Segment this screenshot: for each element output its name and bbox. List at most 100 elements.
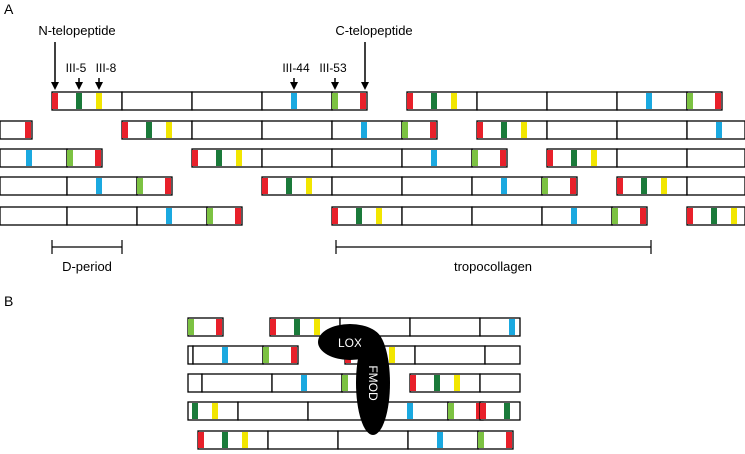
c-telopeptide-mark: [715, 93, 721, 109]
iii-5-mark: [641, 178, 647, 194]
iii-8-mark: [166, 122, 172, 138]
iii-5-mark: [286, 178, 292, 194]
molecule-segment: [121, 91, 193, 111]
iii-53-label: III-53: [319, 61, 347, 75]
iii-5-arrow: [75, 78, 83, 90]
molecule-segment: [331, 206, 403, 226]
lox-label: LOX: [338, 336, 362, 350]
molecule-segment: [191, 120, 263, 140]
c-telopeptide-mark: [216, 319, 222, 335]
iii-5-mark: [711, 208, 717, 224]
iii-8-arrow: [95, 78, 103, 90]
iii-44-mark: [291, 93, 297, 109]
molecule-segment: [267, 430, 339, 450]
n-telopeptide-mark: [332, 208, 338, 224]
collagen-molecule: [187, 345, 299, 365]
molecule-segment: [414, 345, 486, 365]
molecule-segment: [479, 373, 521, 393]
iii-8-mark: [96, 93, 102, 109]
molecule-segment: [187, 345, 194, 365]
iii-8-mark: [314, 319, 320, 335]
iii-5-mark: [504, 403, 510, 419]
iii-53-mark: [342, 375, 348, 391]
iii-44-label: III-44: [282, 61, 310, 75]
molecule-segment: [471, 206, 543, 226]
c-telopeptide-mark: [360, 93, 366, 109]
iii-8-mark: [521, 122, 527, 138]
c-telopeptide-mark: [476, 403, 482, 419]
c-telopeptide-mark: [640, 208, 646, 224]
iii-5-mark: [294, 319, 300, 335]
iii-53-mark: [472, 150, 478, 166]
site-arrows: [51, 42, 369, 90]
iii-53-mark: [478, 432, 484, 448]
collagen-molecule: [546, 148, 745, 168]
molecule-segment: [187, 373, 203, 393]
collagen-molecule: [331, 206, 648, 226]
iii-5-mark: [222, 432, 228, 448]
collagen-molecule: [0, 176, 173, 196]
iii-8-mark: [212, 403, 218, 419]
n-telopeptide-label: N-telopeptide: [38, 23, 115, 38]
molecule-segment: [484, 345, 521, 365]
iii-8-mark: [454, 375, 460, 391]
iii-53-mark: [188, 319, 194, 335]
molecule-segment: [616, 120, 688, 140]
molecule-segment: [261, 148, 333, 168]
molecule-segment: [261, 120, 333, 140]
iii-5-mark: [431, 93, 437, 109]
iii-44-mark: [431, 150, 437, 166]
iii-53-mark: [448, 403, 454, 419]
c-telopeptide-mark: [570, 178, 576, 194]
fmod-ellipse: [356, 331, 390, 435]
iii-5-mark: [76, 93, 82, 109]
iii-44-arrow: [290, 78, 298, 90]
iii-53-mark: [67, 150, 73, 166]
tropocollagen-label: tropocollagen: [454, 259, 532, 274]
tropocollagen-bracket: [335, 240, 652, 254]
n-telopeptide-mark: [410, 375, 416, 391]
n-telopeptide-mark: [617, 178, 623, 194]
c-telopeptide-mark: [506, 432, 512, 448]
molecule-segment: [0, 148, 68, 168]
iii-44-mark: [166, 208, 172, 224]
iii-5-mark: [216, 150, 222, 166]
n-telopeptide-mark: [262, 178, 268, 194]
n-telopeptide-mark: [198, 432, 204, 448]
molecule-segment: [616, 176, 688, 196]
molecule-segment: [401, 176, 473, 196]
iii-8-mark: [451, 93, 457, 109]
molecule-segment: [331, 148, 403, 168]
d-period-label: D-period: [62, 259, 112, 274]
molecule-segment: [0, 176, 68, 196]
c-telopeptide-mark: [235, 208, 241, 224]
iii-53-mark: [612, 208, 618, 224]
collagen-molecule: [0, 120, 33, 140]
iii-5-label: III-5: [66, 61, 87, 75]
collagen-molecule: [616, 176, 745, 196]
c-telopeptide-mark: [430, 122, 436, 138]
molecule-segment: [261, 176, 333, 196]
iii-8-mark: [236, 150, 242, 166]
iii-44-mark: [716, 122, 722, 138]
molecule-segment: [0, 206, 68, 226]
iii-5-mark: [501, 122, 507, 138]
collagen-molecule: [686, 206, 745, 226]
molecule-segment: [546, 120, 618, 140]
molecule-segment: [616, 148, 688, 168]
c-telopeptide-label: C-telopeptide: [335, 23, 412, 38]
n-telopeptide-mark: [192, 150, 198, 166]
panel-a-letter: A: [4, 1, 14, 17]
molecule-segment: [406, 91, 478, 111]
iii-8-mark: [306, 178, 312, 194]
iii-53-mark: [542, 178, 548, 194]
collagen-molecule: [409, 373, 521, 393]
n-telopeptide-mark: [122, 122, 128, 138]
iii-8-mark: [389, 347, 395, 363]
collagen-molecule: [187, 401, 484, 421]
iii-44-mark: [361, 122, 367, 138]
c-telopeptide-mark: [291, 347, 297, 363]
c-telopeptide-mark: [25, 122, 31, 138]
iii-5-mark: [356, 208, 362, 224]
